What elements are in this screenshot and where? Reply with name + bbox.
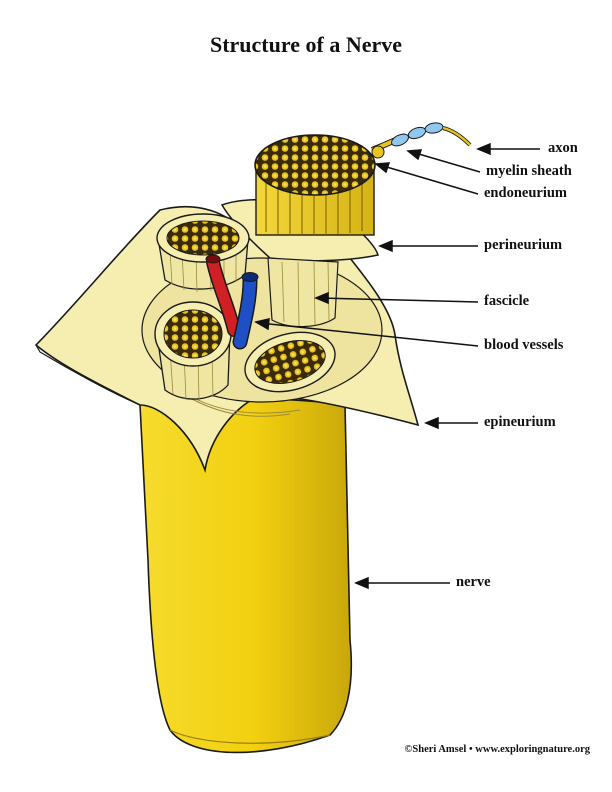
label-nerve: nerve (456, 574, 491, 590)
label-blood-vessels: blood vessels (484, 337, 564, 353)
top-fascicle-bundle (254, 134, 376, 236)
label-myelin-sheath: myelin sheath (486, 163, 572, 179)
arrow-myelin (406, 149, 481, 173)
fascicle-center (267, 257, 339, 328)
fascicle-left-top (156, 213, 250, 293)
axon-fiber (370, 122, 472, 159)
arrow-epineurium (424, 416, 478, 430)
label-endoneurium: endoneurium (484, 185, 567, 201)
page-title: Structure of a Nerve (209, 32, 403, 57)
fascicle-right-bottom (244, 331, 336, 393)
blood-vessels (205, 254, 259, 350)
arrow-axon (476, 142, 540, 156)
label-axon: axon (548, 140, 578, 156)
myelin-sheath-segments (391, 122, 444, 147)
arrow-blood-vessels (253, 318, 479, 347)
arrow-fascicle (314, 291, 479, 305)
nerve-trunk (139, 397, 353, 754)
arrow-nerve (354, 576, 450, 590)
label-perineurium: perineurium (484, 237, 563, 253)
arrow-perineurium (378, 239, 478, 253)
arrow-endoneurium (374, 162, 479, 195)
leader-arrows (253, 142, 540, 590)
label-epineurium: epineurium (484, 414, 556, 430)
copyright-credit: ©Sheri Amsel • www.exploringnature.org (404, 744, 590, 755)
label-fascicle: fascicle (484, 293, 530, 309)
fascicle-left-bottom (154, 301, 232, 402)
